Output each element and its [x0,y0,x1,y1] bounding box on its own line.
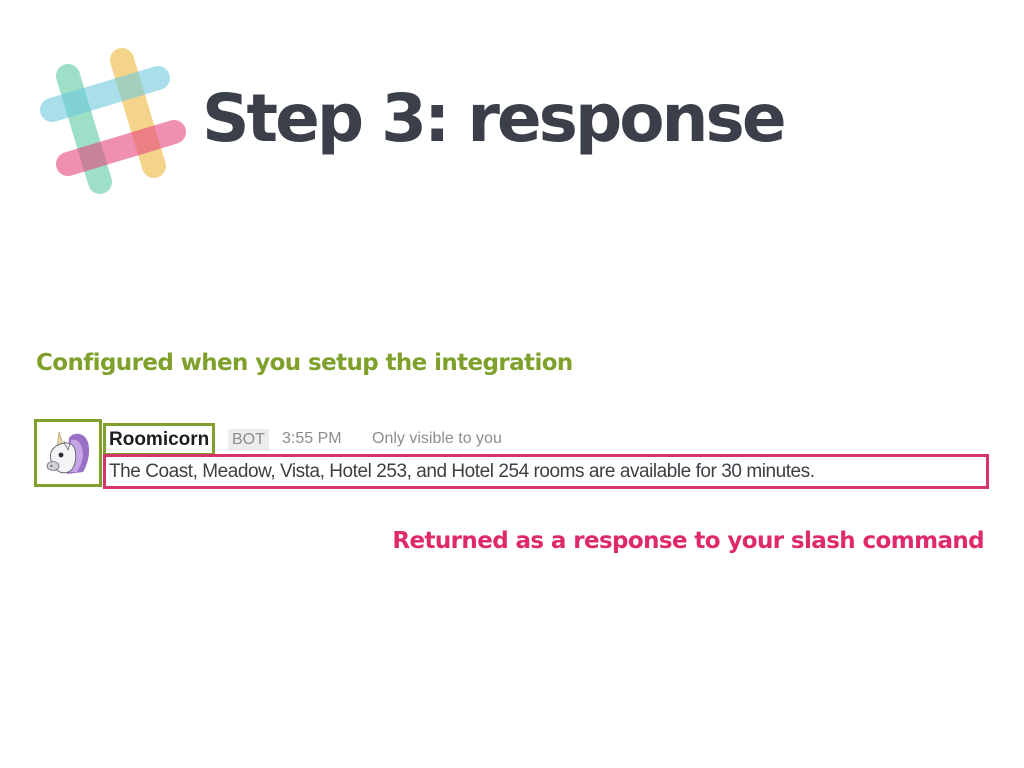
annotation-configured: Configured when you setup the integratio… [36,350,573,376]
unicorn-icon [46,431,90,474]
visibility-note: Only visible to you [372,430,502,447]
message-timestamp[interactable]: 3:55 PM [282,430,342,447]
author-name[interactable]: Roomicorn [103,423,216,456]
slide-title: Step 3: response [202,80,787,157]
message-text: The Coast, Meadow, Vista, Hotel 253, and… [103,454,989,489]
slack-hash-logo-icon [38,46,188,196]
bot-badge: BOT [228,429,269,451]
avatar[interactable] [34,419,102,487]
annotation-returned: Returned as a response to your slash com… [392,528,984,554]
